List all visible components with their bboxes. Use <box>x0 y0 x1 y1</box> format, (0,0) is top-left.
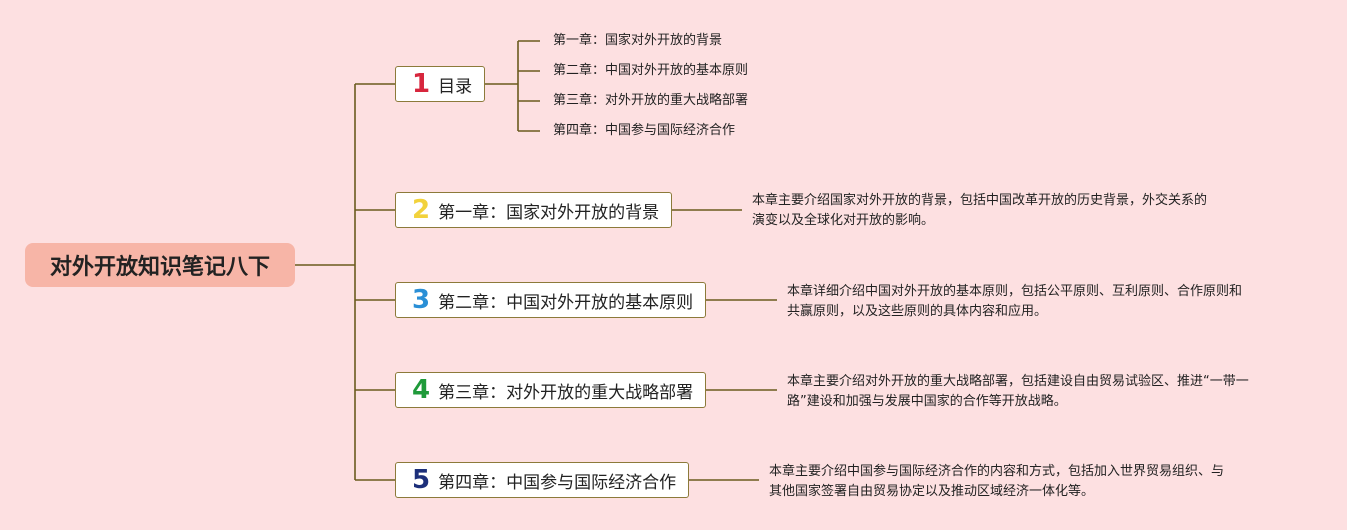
desc-line: 本章主要介绍中国参与国际经济合作的内容和方式，包括加入世界贸易组织、与 <box>769 464 1225 479</box>
branch-node-chapter-3[interactable]: 4 第三章：对外开放的重大战略部署 <box>395 372 707 408</box>
desc-line: 本章主要介绍国家对外开放的背景，包括中国改革开放的历史背景，外交关系的 <box>752 193 1208 208</box>
toc-item-2[interactable]: 第二章：中国对外开放的基本原则 <box>553 63 749 78</box>
desc-line: 其他国家签署自由贸易协定以及推动区域经济一体化等。 <box>769 484 1095 499</box>
toc-item-1[interactable]: 第一章：国家对外开放的背景 <box>553 33 723 48</box>
toc-item-3[interactable]: 第三章：对外开放的重大战略部署 <box>553 93 749 108</box>
branch-number-3: 3 <box>412 285 431 315</box>
branch-number-2: 2 <box>412 195 431 225</box>
desc-line: 本章主要介绍对外开放的重大战略部署，包括建设自由贸易试验区、推进“一带一 <box>787 374 1249 389</box>
branch-number-5: 5 <box>412 465 431 495</box>
chapter-2-description: 本章详细介绍中国对外开放的基本原则，包括公平原则、互利原则、合作原则和 共赢原则… <box>787 282 1242 322</box>
chapter-1-description: 本章主要介绍国家对外开放的背景，包括中国改革开放的历史背景，外交关系的 演变以及… <box>752 191 1207 231</box>
desc-line: 共赢原则，以及这些原则的具体内容和应用。 <box>787 304 1048 319</box>
branch-label: 目录 <box>438 76 473 97</box>
branch-number-4: 4 <box>412 375 431 405</box>
branch-node-chapter-4[interactable]: 5 第四章：中国参与国际经济合作 <box>395 462 690 498</box>
root-label: 对外开放知识笔记八下 <box>49 255 270 280</box>
branch-node-toc[interactable]: 1 目录 <box>395 66 486 102</box>
branch-label: 第一章：国家对外开放的背景 <box>438 202 660 223</box>
branch-number-1: 1 <box>412 69 431 99</box>
chapter-3-description: 本章主要介绍对外开放的重大战略部署，包括建设自由贸易试验区、推进“一带一 路”建… <box>787 372 1249 412</box>
branch-label: 第四章：中国参与国际经济合作 <box>438 472 677 493</box>
desc-line: 本章详细介绍中国对外开放的基本原则，包括公平原则、互利原则、合作原则和 <box>787 284 1243 299</box>
branch-node-chapter-1[interactable]: 2 第一章：国家对外开放的背景 <box>395 192 673 228</box>
branch-node-chapter-2[interactable]: 3 第二章：中国对外开放的基本原则 <box>395 282 707 318</box>
desc-line: 路”建设和加强与发展中国家的合作等开放战略。 <box>787 394 1067 409</box>
toc-item-4[interactable]: 第四章：中国参与国际经济合作 <box>553 123 736 138</box>
desc-line: 演变以及全球化对开放的影响。 <box>752 213 935 228</box>
chapter-4-description: 本章主要介绍中国参与国际经济合作的内容和方式，包括加入世界贸易组织、与 其他国家… <box>769 462 1224 502</box>
root-node[interactable]: 对外开放知识笔记八下 <box>25 243 295 287</box>
branch-label: 第二章：中国对外开放的基本原则 <box>438 292 694 313</box>
branch-label: 第三章：对外开放的重大战略部署 <box>438 382 694 403</box>
